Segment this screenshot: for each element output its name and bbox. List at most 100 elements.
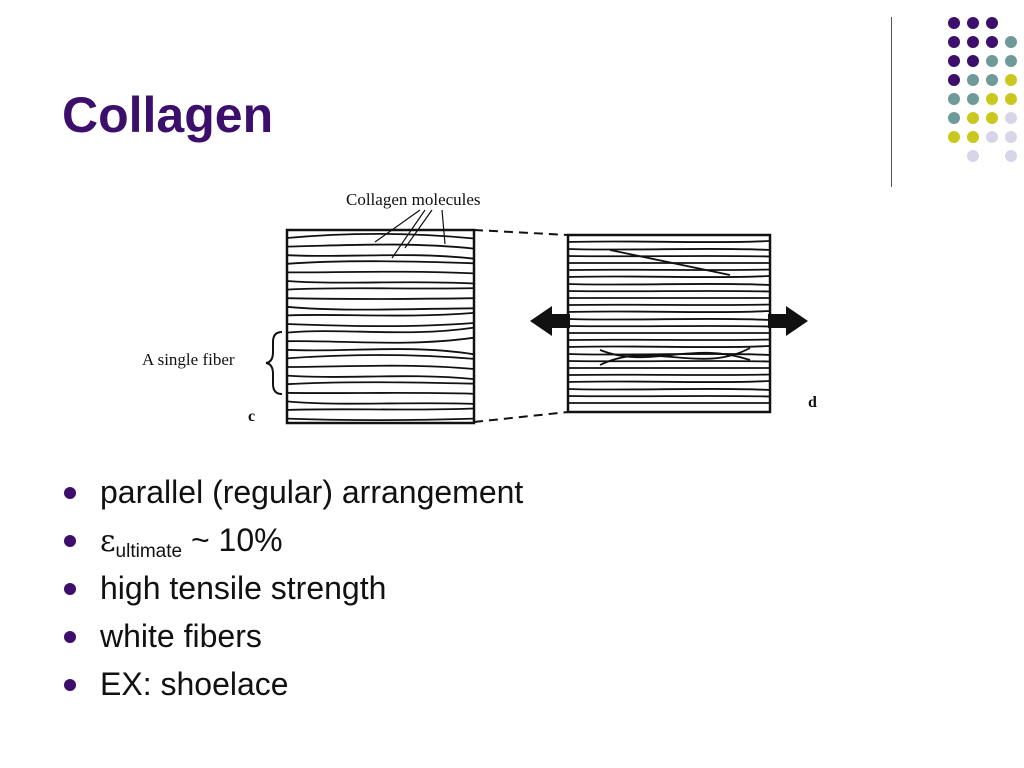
bullet-text: white fibers: [100, 618, 262, 654]
label-single-fiber: A single fiber: [142, 350, 235, 369]
fiber-line: [286, 326, 475, 334]
decorative-dot: [986, 17, 998, 29]
fiber-line: [286, 336, 475, 344]
fiber-line: [567, 387, 771, 391]
fiber-line: [567, 247, 771, 251]
panel-c-border: [285, 228, 476, 425]
decorative-dot: [967, 17, 979, 29]
fiber-line: [286, 233, 475, 240]
arrow-left-icon: [530, 306, 570, 336]
fiber-line: [567, 268, 771, 271]
collagen-fiber-figure: Collagen molecules A single fiber c d: [130, 180, 830, 440]
bullet-item: high tensile strength: [64, 566, 523, 614]
dashed-connector-bottom: [473, 411, 569, 423]
fiber-line: [286, 322, 475, 328]
decorative-dot: [967, 150, 979, 162]
bullet-text: ~ 10%: [182, 522, 283, 558]
title-divider-line: [891, 17, 892, 187]
bullet-list: parallel (regular) arrangement εultimate…: [64, 470, 523, 710]
bullet-text: high tensile strength: [100, 570, 387, 606]
fiber-line: [286, 374, 475, 380]
decorative-dot-grid: [900, 12, 1017, 172]
fiber-line: [286, 280, 475, 285]
bullet-item: EX: shoelace: [64, 662, 523, 710]
decorative-dot: [948, 74, 960, 86]
label-c: c: [248, 408, 256, 425]
fiber-line: [286, 287, 475, 291]
panel-d-fibers: [567, 240, 771, 404]
label-collagen-molecules: Collagen molecules: [346, 190, 481, 209]
pointer-line-3: [404, 209, 433, 249]
bullet-icon: [64, 535, 76, 547]
fiber-line: [286, 312, 475, 317]
decorative-dot: [1005, 112, 1017, 124]
bullet-item: parallel (regular) arrangement: [64, 470, 523, 518]
fiber-line: [567, 290, 771, 293]
fiber-line: [286, 260, 475, 265]
fiber-line: [567, 325, 771, 328]
decorative-dot: [986, 93, 998, 105]
decorative-dot: [1005, 74, 1017, 86]
fiber-line: [286, 305, 475, 311]
fiber-line: [567, 240, 771, 244]
fiber-line: [286, 243, 475, 250]
label-d: d: [808, 394, 817, 411]
decorative-dot: [967, 74, 979, 86]
decorative-dot: [948, 36, 960, 48]
fiber-line: [567, 317, 771, 321]
fiber-line: [567, 395, 771, 398]
fiber-line: [567, 360, 771, 363]
fiber-line: [567, 345, 771, 349]
fiber-line: [567, 303, 771, 306]
decorative-dot: [948, 131, 960, 143]
bullet-icon: [64, 487, 76, 499]
bullet-icon: [64, 631, 76, 643]
decorative-dot: [986, 36, 998, 48]
fiber-line: [567, 338, 771, 341]
pointer-line-4: [441, 209, 446, 245]
decorative-dot: [986, 131, 998, 143]
decorative-dot: [1005, 36, 1017, 48]
fiber-line: [567, 310, 771, 314]
bullet-icon: [64, 583, 76, 595]
decorative-dot: [1005, 93, 1017, 105]
decorative-dot: [948, 93, 960, 105]
bullet-text: parallel (regular) arrangement: [100, 474, 524, 510]
decorative-dot: [948, 17, 960, 29]
decorative-dot: [1005, 150, 1017, 162]
dashed-connector-top: [473, 229, 569, 236]
decorative-dot: [948, 55, 960, 67]
decorative-dot: [986, 112, 998, 124]
decorative-dot: [967, 93, 979, 105]
fiber-line: [567, 255, 771, 258]
fiber-line: [286, 297, 475, 300]
fiber-line: [286, 354, 475, 360]
decorative-dot: [986, 55, 998, 67]
pointer-line-1: [374, 209, 421, 243]
decorative-dot: [967, 112, 979, 124]
fiber-line: [286, 254, 475, 260]
decorative-dot: [948, 112, 960, 124]
bullet-text: EX: shoelace: [100, 666, 289, 702]
epsilon-subscript: ultimate: [115, 541, 183, 562]
fiber-brace: [265, 331, 283, 395]
decorative-dot: [967, 36, 979, 48]
collagen-diagram: [265, 209, 808, 425]
pointer-line-2: [391, 209, 426, 259]
fiber-line: [286, 407, 475, 411]
fiber-line: [286, 381, 475, 386]
bullet-item: εultimate ~ 10%: [64, 518, 523, 566]
fiber-line: [567, 373, 771, 376]
fiber-line: [286, 270, 475, 275]
fiber-line: [286, 417, 475, 421]
bullet-item: white fibers: [64, 614, 523, 662]
fiber-line: [599, 347, 751, 366]
fiber-line: [567, 282, 771, 286]
panel-c-fibers: [286, 233, 475, 421]
decorative-dot: [1005, 131, 1017, 143]
arrow-right-icon: [768, 306, 808, 336]
fiber-line: [609, 249, 731, 276]
slide-title: Collagen: [62, 87, 274, 143]
fiber-line: [567, 275, 771, 279]
decorative-dot: [1005, 55, 1017, 67]
